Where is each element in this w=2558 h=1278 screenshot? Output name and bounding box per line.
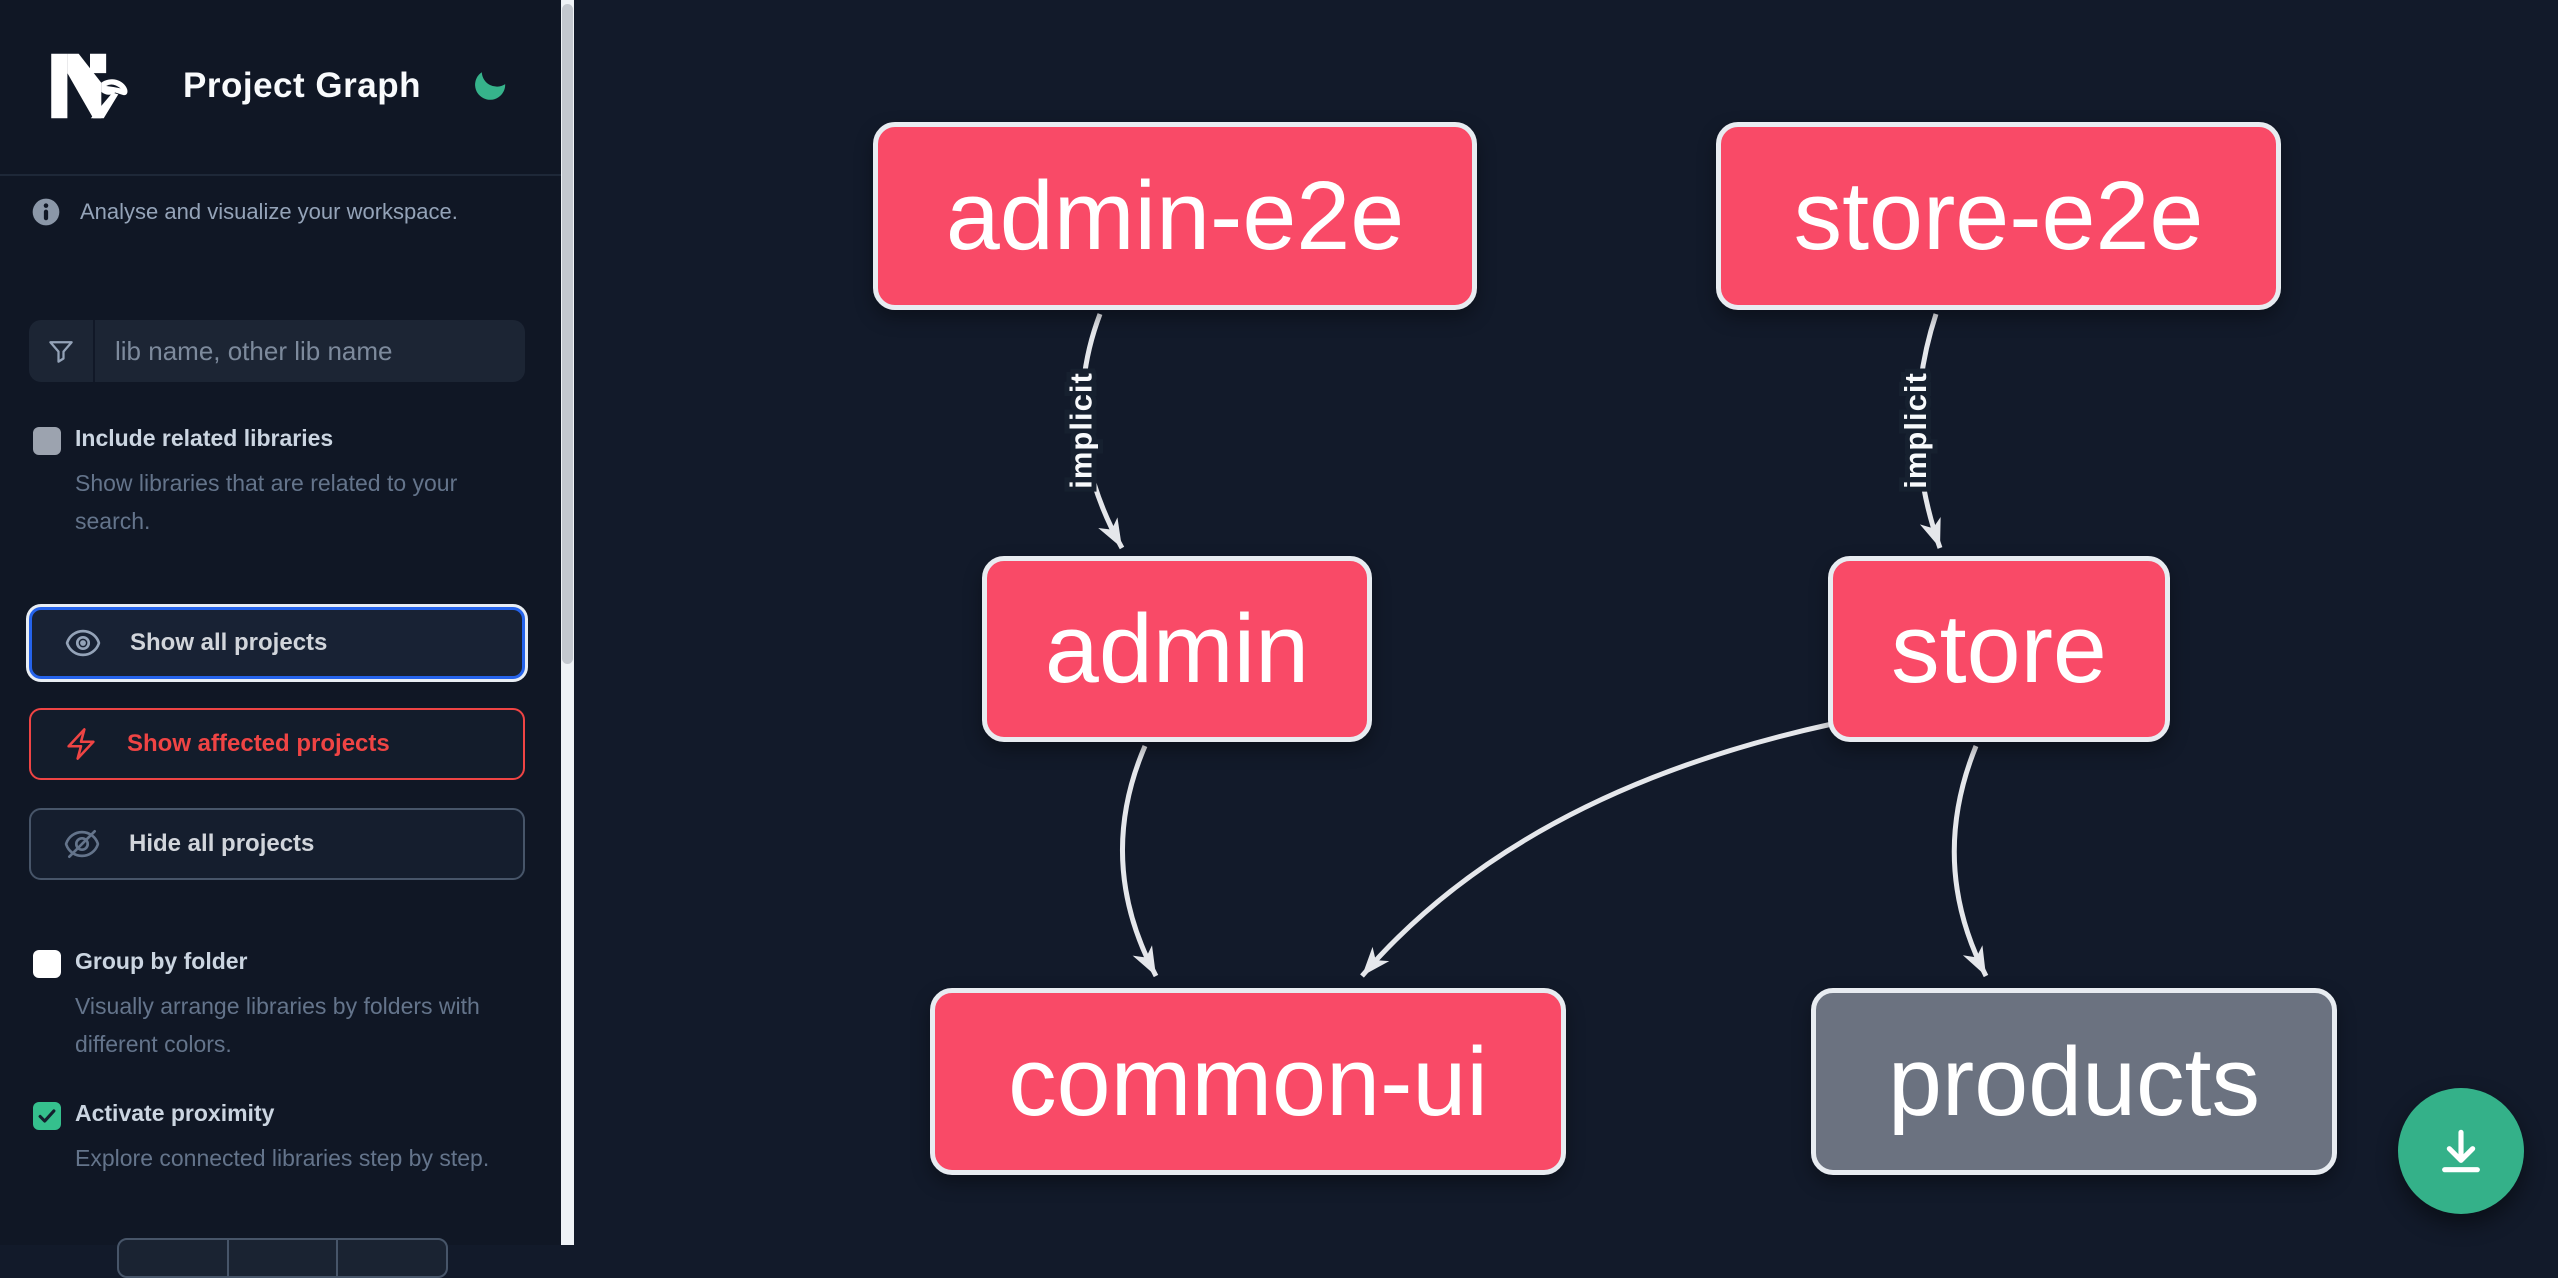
bolt-icon xyxy=(67,728,95,760)
show-affected-projects-button[interactable]: Show affected projects xyxy=(29,708,525,780)
proximity-stepper[interactable] xyxy=(117,1238,448,1278)
activate-proximity-description: Explore connected libraries step by step… xyxy=(75,1145,490,1171)
eye-icon xyxy=(65,629,101,657)
activate-proximity-toggle[interactable]: Activate proximity Explore connected lib… xyxy=(33,1100,503,1177)
graph-edge-store-common-ui xyxy=(1360,721,1833,978)
proximity-decrement-button[interactable] xyxy=(119,1240,227,1276)
checkbox-activate-proximity[interactable] xyxy=(33,1102,61,1130)
graph-node-admin-e2e[interactable]: admin-e2e xyxy=(873,122,1477,310)
moon-icon xyxy=(475,71,506,100)
filter-funnel-icon xyxy=(29,320,95,382)
graph-edge-admin-common-ui xyxy=(1119,745,1159,978)
tagline-row: Analyse and visualize your workspace. xyxy=(30,196,458,228)
graph-edge-admin-e2e-admin xyxy=(1079,313,1125,550)
show-all-projects-button[interactable]: Show all projects xyxy=(29,607,525,679)
graph-node-store-e2e[interactable]: store-e2e xyxy=(1716,122,2281,310)
eye-slash-icon xyxy=(64,829,100,859)
sidebar-header: Project Graph xyxy=(0,0,561,176)
info-icon xyxy=(32,198,60,226)
graph-node-admin[interactable]: admin xyxy=(982,556,1372,742)
fab-download-button[interactable] xyxy=(2398,1088,2524,1214)
include-related-label: Include related libraries xyxy=(75,425,334,451)
proximity-value xyxy=(226,1240,337,1276)
checkbox-include-related[interactable] xyxy=(33,427,61,455)
graph-node-common-ui[interactable]: common-ui xyxy=(930,988,1566,1175)
group-by-folder-label: Group by folder xyxy=(75,948,248,974)
download-icon xyxy=(2442,1129,2480,1173)
hide-all-projects-button[interactable]: Hide all projects xyxy=(29,808,525,880)
group-by-folder-description: Visually arrange libraries by folders wi… xyxy=(75,993,480,1057)
graph-node-store[interactable]: store xyxy=(1828,556,2170,742)
hide-all-projects-label: Hide all projects xyxy=(129,830,315,857)
graph-edges: implicit implicit xyxy=(1063,313,1989,978)
show-all-projects-label: Show all projects xyxy=(130,629,328,656)
page-title: Project Graph xyxy=(183,66,421,105)
search-box xyxy=(29,320,525,382)
sidebar: Project Graph Analyse and visualize your… xyxy=(0,0,561,1278)
edge-label-implicit: implicit xyxy=(1898,372,1933,489)
graph-node-products[interactable]: products xyxy=(1811,988,2337,1175)
include-related-toggle[interactable]: Include related libraries Show libraries… xyxy=(33,425,503,540)
edge-label-implicit: implicit xyxy=(1064,372,1099,489)
graph-edge-store-products xyxy=(1951,745,1989,978)
graph-edge-store-e2e-store xyxy=(1915,313,1943,549)
group-by-folder-toggle[interactable]: Group by folder Visually arrange librari… xyxy=(33,948,503,1063)
proximity-increment-button[interactable] xyxy=(336,1240,446,1276)
checkbox-group-by-folder[interactable] xyxy=(33,950,61,978)
search-input[interactable] xyxy=(95,320,525,382)
show-affected-projects-label: Show affected projects xyxy=(127,730,390,757)
scrollbar-thumb[interactable] xyxy=(562,4,573,664)
nx-logo xyxy=(51,53,128,119)
theme-toggle-button[interactable] xyxy=(466,62,514,110)
include-related-description: Show libraries that are related to your … xyxy=(75,470,458,534)
check-icon xyxy=(38,1109,56,1123)
tagline-text: Analyse and visualize your workspace. xyxy=(80,199,458,224)
sidebar-scrollbar[interactable] xyxy=(561,0,574,1245)
activate-proximity-label: Activate proximity xyxy=(75,1100,275,1126)
